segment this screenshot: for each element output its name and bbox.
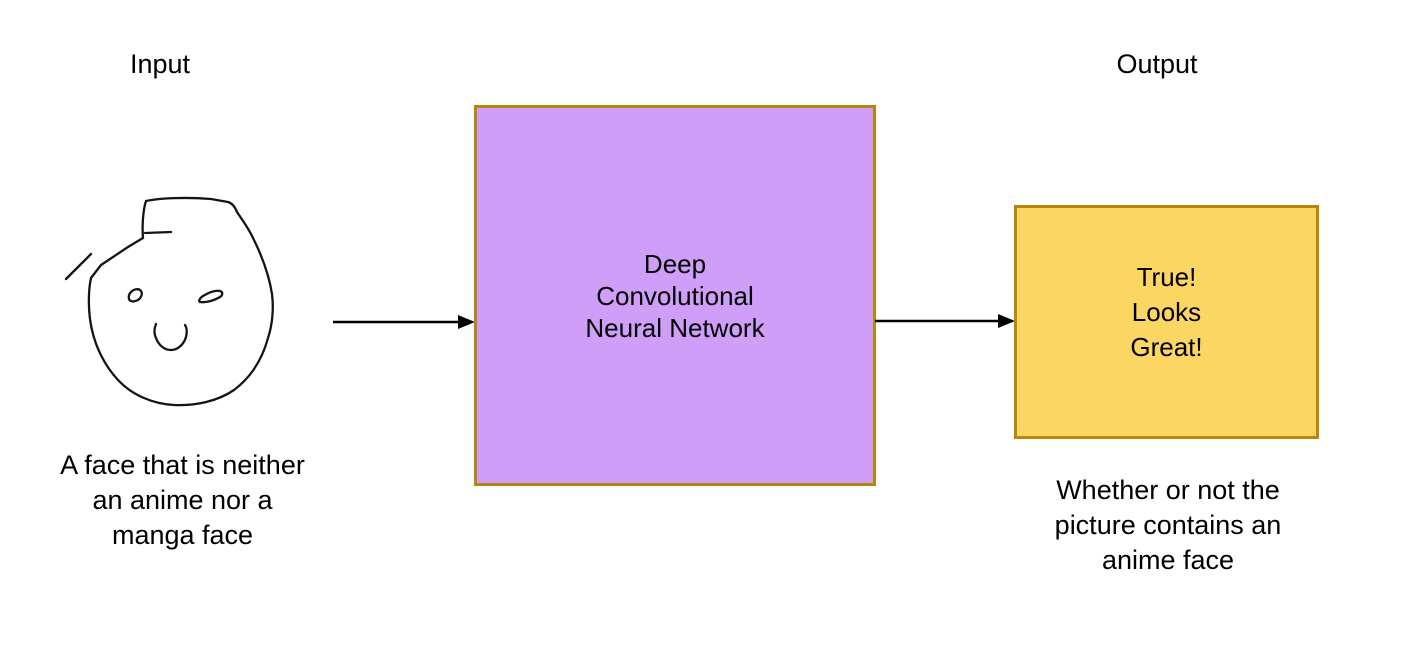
network-box-line: Neural Network <box>585 312 765 343</box>
output-box-line: Great! <box>1130 331 1203 362</box>
network-box-line: Convolutional <box>596 280 754 311</box>
input-caption: A face that is neither an anime nor a ma… <box>30 448 335 553</box>
face-left-eye <box>127 288 143 303</box>
right-arrow-icon <box>875 310 1015 332</box>
output-box: True! Looks Great! <box>1014 205 1319 439</box>
arrow1-svg <box>333 315 475 329</box>
face-slash-line <box>64 252 93 281</box>
face-mouth <box>153 322 188 352</box>
arrow2-svg <box>875 314 1015 328</box>
right-arrow-icon <box>333 311 475 333</box>
face-sketch-svg <box>64 196 274 407</box>
network-box: Deep Convolutional Neural Network <box>474 105 876 486</box>
input-label: Input <box>129 49 191 79</box>
output-caption-line: picture contains an <box>1054 510 1282 540</box>
output-box-line: Looks <box>1131 296 1202 327</box>
input-caption-line: manga face <box>111 520 254 550</box>
face-outline <box>87 196 274 407</box>
face-right-eye <box>198 289 224 304</box>
output-caption-line: Whether or not the <box>1056 475 1280 505</box>
input-caption-line: A face that is neither <box>60 450 305 480</box>
output-box-line: True! <box>1136 261 1197 292</box>
network-box-line: Deep <box>643 248 707 279</box>
output-caption: Whether or not the picture contains an a… <box>1018 473 1318 578</box>
input-caption-line: an anime nor a <box>92 485 273 515</box>
face-dash-line <box>143 230 173 235</box>
output-caption-line: anime face <box>1101 545 1235 575</box>
hand-drawn-face-icon <box>60 185 275 410</box>
output-label: Output <box>1116 49 1198 79</box>
